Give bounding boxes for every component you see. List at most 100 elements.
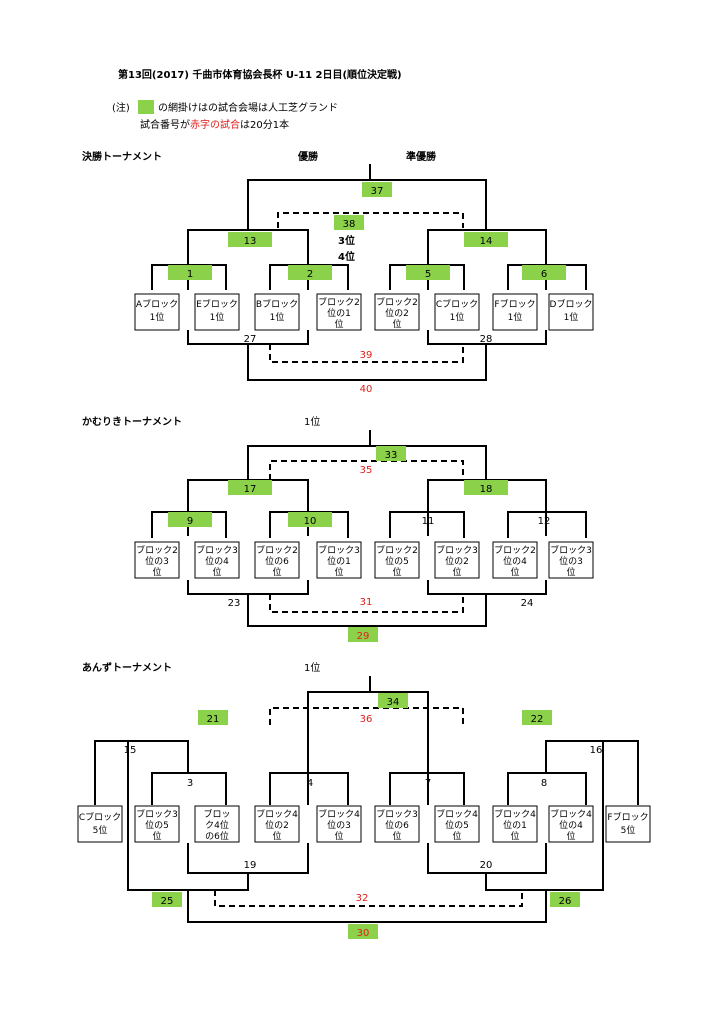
final-game-2 [288, 265, 332, 280]
team-line: 位の6 [265, 555, 289, 567]
team-line: 1位 [150, 311, 165, 323]
final-game-1-label: 1 [187, 269, 193, 280]
team-line: 1位 [508, 311, 523, 323]
final-game-40: 40 [360, 384, 373, 395]
anzu-game-16: 16 [590, 745, 603, 756]
anzu-game-21-label: 21 [207, 714, 220, 725]
team-line: Bブロック [256, 298, 298, 310]
final-game-13 [228, 232, 272, 247]
team-line: ブロック4 [436, 808, 478, 820]
team-line: 1位 [564, 311, 579, 323]
team-line: 位 [566, 566, 575, 578]
final-game-37 [362, 182, 392, 197]
final-game-2-label: 2 [307, 269, 313, 280]
note-line-1: の網掛けはの試合会場は人工芝グランド [158, 101, 338, 114]
anzu-game-15: 15 [124, 745, 137, 756]
anzu-game-8: 8 [541, 778, 547, 789]
anzu-game-30-label: 30 [357, 928, 370, 939]
note-line-2b: 赤字の試合 [190, 118, 240, 131]
team-line: ブロック2 [376, 544, 418, 556]
kamuriki-game-24: 24 [521, 598, 534, 609]
team-line: 位の5 [145, 819, 169, 831]
team-line: 位 [272, 566, 281, 578]
team-line: ブロック2 [256, 544, 298, 556]
team-line: 位の2 [445, 555, 469, 567]
anzu-title: あんずトーナメント [82, 661, 172, 674]
final-title: 決勝トーナメント [82, 150, 162, 163]
team-line: 位の2 [385, 307, 409, 319]
team-line: 位の1 [327, 307, 351, 319]
team-line: ブロック3 [376, 808, 418, 820]
team-line: 位 [334, 830, 343, 842]
team-line: ブロック2 [376, 296, 418, 308]
kamuriki-game-33 [376, 446, 406, 461]
anzu-game-25-label: 25 [161, 896, 174, 907]
team-line: 位 [510, 830, 519, 842]
final-game-39: 39 [360, 350, 373, 361]
team-line: Cブロック [436, 298, 478, 310]
anzu-game-32: 32 [356, 893, 369, 904]
team-line: 位の2 [265, 819, 289, 831]
final-game-28: 28 [480, 334, 493, 345]
anzu-bracket-lines [94, 676, 639, 923]
team-line: 位 [334, 566, 343, 578]
team-line: 位の3 [559, 555, 583, 567]
team-line: ブロック3 [436, 544, 478, 556]
final-game-13-label: 13 [244, 236, 257, 247]
team-line: ブロッ [203, 808, 230, 820]
final-game-37-label: 37 [371, 186, 384, 197]
team-line: 位 [392, 566, 401, 578]
anzu-game-21 [198, 710, 228, 725]
team-line: 位の5 [385, 555, 409, 567]
team-line: 位の6 [385, 819, 409, 831]
anzu-game-36: 36 [360, 714, 373, 725]
kamuriki-title: かむりきトーナメント [82, 416, 182, 428]
team-line: 位 [152, 830, 161, 842]
team-line: ブロック3 [196, 544, 238, 556]
team-line: Aブロック [136, 298, 178, 310]
team-line: 位の3 [327, 819, 351, 831]
final-game-38-label: 38 [343, 219, 356, 230]
team-line: Cブロック [79, 811, 121, 823]
team-line: Fブロック [494, 298, 535, 310]
final-game-1 [168, 265, 212, 280]
anzu-game-34-label: 34 [387, 697, 400, 708]
team-line: 位の4 [559, 819, 583, 831]
team-line: 位 [392, 318, 401, 330]
team-line: 位 [392, 830, 401, 842]
team-line: ブロック4 [256, 808, 298, 820]
anzu-game-26 [550, 892, 580, 907]
team-line: 1位 [270, 311, 285, 323]
team-line: Fブロック [607, 811, 648, 823]
anzu-game-19: 19 [244, 860, 257, 871]
team-line: 位 [510, 566, 519, 578]
team-line: 位 [566, 830, 575, 842]
note-line-2c: は20分1本 [240, 118, 289, 131]
anzu-game-3: 3 [187, 778, 193, 789]
team-line: 1位 [450, 311, 465, 323]
final-game-5-label: 5 [425, 269, 431, 280]
team-line: ブロック3 [136, 808, 178, 820]
team-line: 位 [452, 566, 461, 578]
note-line-2: 試合番号が赤字の試合は20分1本 [140, 118, 289, 131]
anzu-game-26-label: 26 [559, 896, 572, 907]
kamuriki-game-17-label: 17 [244, 484, 257, 495]
team-line: Dブロック [550, 298, 593, 310]
note-green-swatch [138, 100, 154, 114]
final-game-27: 27 [244, 334, 257, 345]
team-line: ブロック3 [318, 544, 360, 556]
